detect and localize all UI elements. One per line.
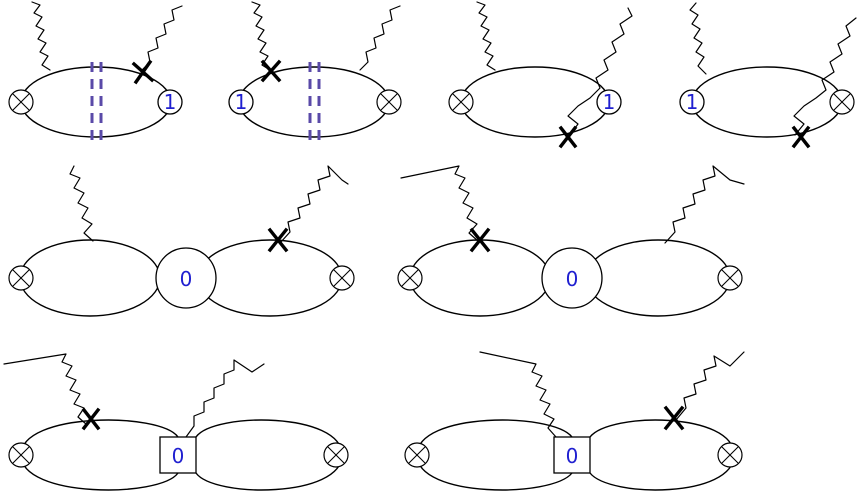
photon-left [251, 1, 271, 71]
vertex-0 [155, 247, 217, 309]
vertex-label-1: 1 [603, 90, 616, 114]
diagram-8: 0 [404, 351, 745, 491]
photon-right [664, 165, 745, 244]
vertex-1 [157, 89, 183, 115]
cross-mark-icon [131, 59, 155, 85]
photon-right [141, 5, 183, 71]
loop-left [19, 239, 161, 317]
cross-mark-icon [663, 405, 685, 431]
cross-mark-icon [791, 125, 811, 149]
photon-left [479, 351, 557, 438]
photon-left [689, 2, 707, 75]
photon-right [793, 17, 857, 136]
diagram-5: 0 [8, 165, 355, 317]
vertex-label-0: 0 [566, 444, 579, 468]
photon-left [400, 165, 479, 242]
photon-right [279, 165, 349, 244]
loop-right [589, 419, 735, 491]
loop-right [585, 239, 731, 317]
vertex-label-0: 0 [566, 267, 579, 291]
loop-left [416, 419, 573, 491]
vertex-label-0: 0 [180, 267, 193, 291]
vertex-label-1: 1 [164, 90, 177, 114]
diagram-4: 1 [679, 2, 857, 149]
diagram-3: 1 [448, 1, 633, 149]
vertex-0 [541, 247, 603, 309]
loop-right [195, 419, 343, 491]
vertex-label-1: 1 [235, 90, 248, 114]
loop-left [20, 419, 179, 491]
photon-left [3, 353, 87, 425]
diagram-1: 1 [8, 1, 183, 142]
cross-mark-icon [469, 227, 491, 253]
vertex-label-0: 0 [172, 444, 185, 468]
loop [691, 66, 843, 138]
photon-right [675, 351, 745, 421]
otimes-icon [8, 265, 34, 291]
otimes-icon [829, 89, 855, 115]
otimes-icon [8, 442, 34, 468]
otimes-icon [404, 442, 430, 468]
otimes-icon [397, 265, 423, 291]
loop [460, 66, 610, 138]
otimes-icon [448, 89, 474, 115]
vertex-1 [228, 89, 254, 115]
diagram-2: 1 [228, 1, 402, 142]
otimes-icon [717, 442, 743, 468]
vertex-label-1: 1 [686, 90, 699, 114]
photon-right [185, 359, 265, 438]
diagram-6: 0 [397, 165, 745, 317]
cut-lines [90, 62, 103, 142]
loop [238, 66, 390, 138]
photon-right [567, 7, 633, 136]
cross-mark-icon [260, 59, 282, 83]
vertex-box-0 [553, 436, 591, 474]
photon-left [69, 165, 94, 242]
cross-mark-icon [81, 407, 101, 431]
cross-mark-icon [558, 125, 578, 149]
otimes-icon [329, 265, 355, 291]
otimes-icon [323, 442, 349, 468]
otimes-icon [717, 265, 743, 291]
photon-right [359, 5, 401, 71]
vertex-1 [679, 89, 705, 115]
cross-mark-icon [267, 227, 289, 253]
photon-left [476, 1, 496, 71]
cut-lines [308, 62, 321, 142]
photon-left [31, 1, 51, 71]
loop-left [409, 239, 551, 317]
diagram-7: 0 [3, 353, 349, 491]
vertex-1 [596, 89, 622, 115]
otimes-icon [376, 89, 402, 115]
otimes-icon [8, 89, 34, 115]
vertex-box-0 [159, 436, 197, 474]
